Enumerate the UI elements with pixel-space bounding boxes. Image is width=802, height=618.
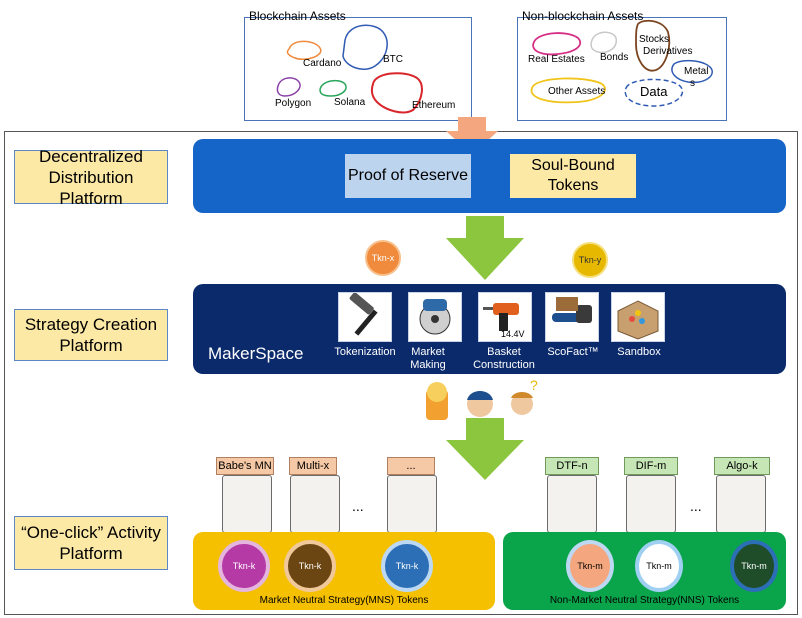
tool-sandbox[interactable] xyxy=(611,292,665,342)
coin-tkn-x: Tkn-x xyxy=(365,240,401,276)
tool-label-tokenization: Tokenization xyxy=(334,346,396,358)
mns-strategy-tag-2: Multi-x xyxy=(289,457,337,475)
drill-voltage-text: 14.4V xyxy=(501,329,525,339)
asset-label-real-estates: Real Estates xyxy=(528,54,585,65)
nns-strategy-scroll-1[interactable] xyxy=(547,475,597,533)
tool-scofact[interactable] xyxy=(545,292,599,342)
asset-label-solana: Solana xyxy=(334,97,366,108)
tool-label-sandbox: Sandbox xyxy=(617,346,661,358)
nns-coin-1: Tkn-m xyxy=(566,540,614,592)
mns-ellipsis: ... xyxy=(352,498,364,514)
nns-strategy-scroll-3[interactable] xyxy=(716,475,766,533)
asset-label-cardano: Cardano xyxy=(303,58,342,69)
makerspace-label: MakerSpace xyxy=(208,344,304,363)
asset-label-metal: Metal xyxy=(684,66,709,77)
circular-saw-icon xyxy=(419,299,451,335)
blockchain-assets-box: Blockchain Assets Cardano BTC Polygon So… xyxy=(244,9,472,121)
asset-label-polygon: Polygon xyxy=(275,98,312,109)
asset-label-data: Data xyxy=(640,84,668,99)
tool-market-making[interactable] xyxy=(408,292,462,342)
mns-coin-3: Tkn-k xyxy=(381,540,433,592)
blockchain-asset-blobs xyxy=(276,24,423,114)
drill-icon xyxy=(483,303,519,331)
tool-tokenization[interactable] xyxy=(338,292,392,342)
asset-label-btc: BTC xyxy=(383,54,403,65)
mns-strategy-tag-1: Babe's MN xyxy=(216,457,274,475)
non-blockchain-assets-box: Non-blockchain Assets Real Estates Bonds… xyxy=(517,9,727,121)
proof-of-reserve-chip: Proof of Reserve xyxy=(345,154,471,198)
mns-coin-1: Tkn-k xyxy=(218,540,270,592)
mns-coin-2: Tkn-k xyxy=(284,540,336,592)
nns-strategy-tag-1: DTF-n xyxy=(545,457,599,475)
activity-platform-label: “One-click” Activity Platform xyxy=(14,516,168,570)
chainsaw-icon xyxy=(552,297,592,323)
mns-band-caption: Market Neutral Strategy(MNS) Tokens xyxy=(259,595,429,606)
distribution-platform-label: Decentralized Distribution Platform xyxy=(14,147,168,208)
sandbox-icon xyxy=(617,300,659,340)
mns-strategy-scroll-1[interactable] xyxy=(222,475,272,533)
svg-text:?: ? xyxy=(530,378,538,393)
hammer-icon xyxy=(349,292,378,336)
assets-down-arrow xyxy=(446,117,498,155)
nns-band-caption: Non-Market Neutral Strategy(NNS) Tokens xyxy=(549,595,740,606)
tool-label-market-making: Market Making xyxy=(410,346,446,371)
tool-label-basket-construction: Basket Construction xyxy=(473,346,535,371)
coin-tkn-y: Tkn-y xyxy=(572,242,608,278)
nns-strategy-tag-3: Algo-k xyxy=(714,457,770,475)
mns-strategy-scroll-2[interactable] xyxy=(290,475,340,533)
nns-coin-2: Tkn-m xyxy=(635,540,683,592)
asset-label-other-assets: Other Assets xyxy=(548,86,606,97)
blockchain-assets-title: Blockchain Assets xyxy=(249,9,346,23)
asset-label-bonds: Bonds xyxy=(600,52,629,63)
mns-strategy-tag-3: ... xyxy=(387,457,435,475)
strategy-platform-label: Strategy Creation Platform xyxy=(14,309,168,361)
soul-bound-tokens-chip: Soul-Bound Tokens xyxy=(510,154,636,198)
asset-label-metal-s: s xyxy=(690,78,695,89)
non-blockchain-assets-title: Non-blockchain Assets xyxy=(522,9,644,23)
asset-label-derivatives: Derivatives xyxy=(643,46,693,57)
nns-strategy-scroll-2[interactable] xyxy=(626,475,676,533)
tool-basket-construction[interactable]: 14.4V xyxy=(478,292,532,342)
green-down-arrow-2 xyxy=(446,418,524,480)
non-blockchain-asset-blobs xyxy=(530,19,713,107)
characters-illustration: ? xyxy=(426,378,538,420)
mns-strategy-scroll-3[interactable] xyxy=(387,475,437,533)
asset-label-ethereum: Ethereum xyxy=(412,100,456,111)
tool-label-scofact: ScoFact™ xyxy=(547,346,599,358)
nns-coin-3: Tkn-m xyxy=(730,540,778,592)
asset-label-stocks: Stocks xyxy=(639,34,670,45)
nns-strategy-tag-2: DIF-m xyxy=(624,457,678,475)
nns-ellipsis: ... xyxy=(690,498,702,514)
green-down-arrow-1 xyxy=(446,216,524,280)
distribution-bar xyxy=(193,139,786,213)
